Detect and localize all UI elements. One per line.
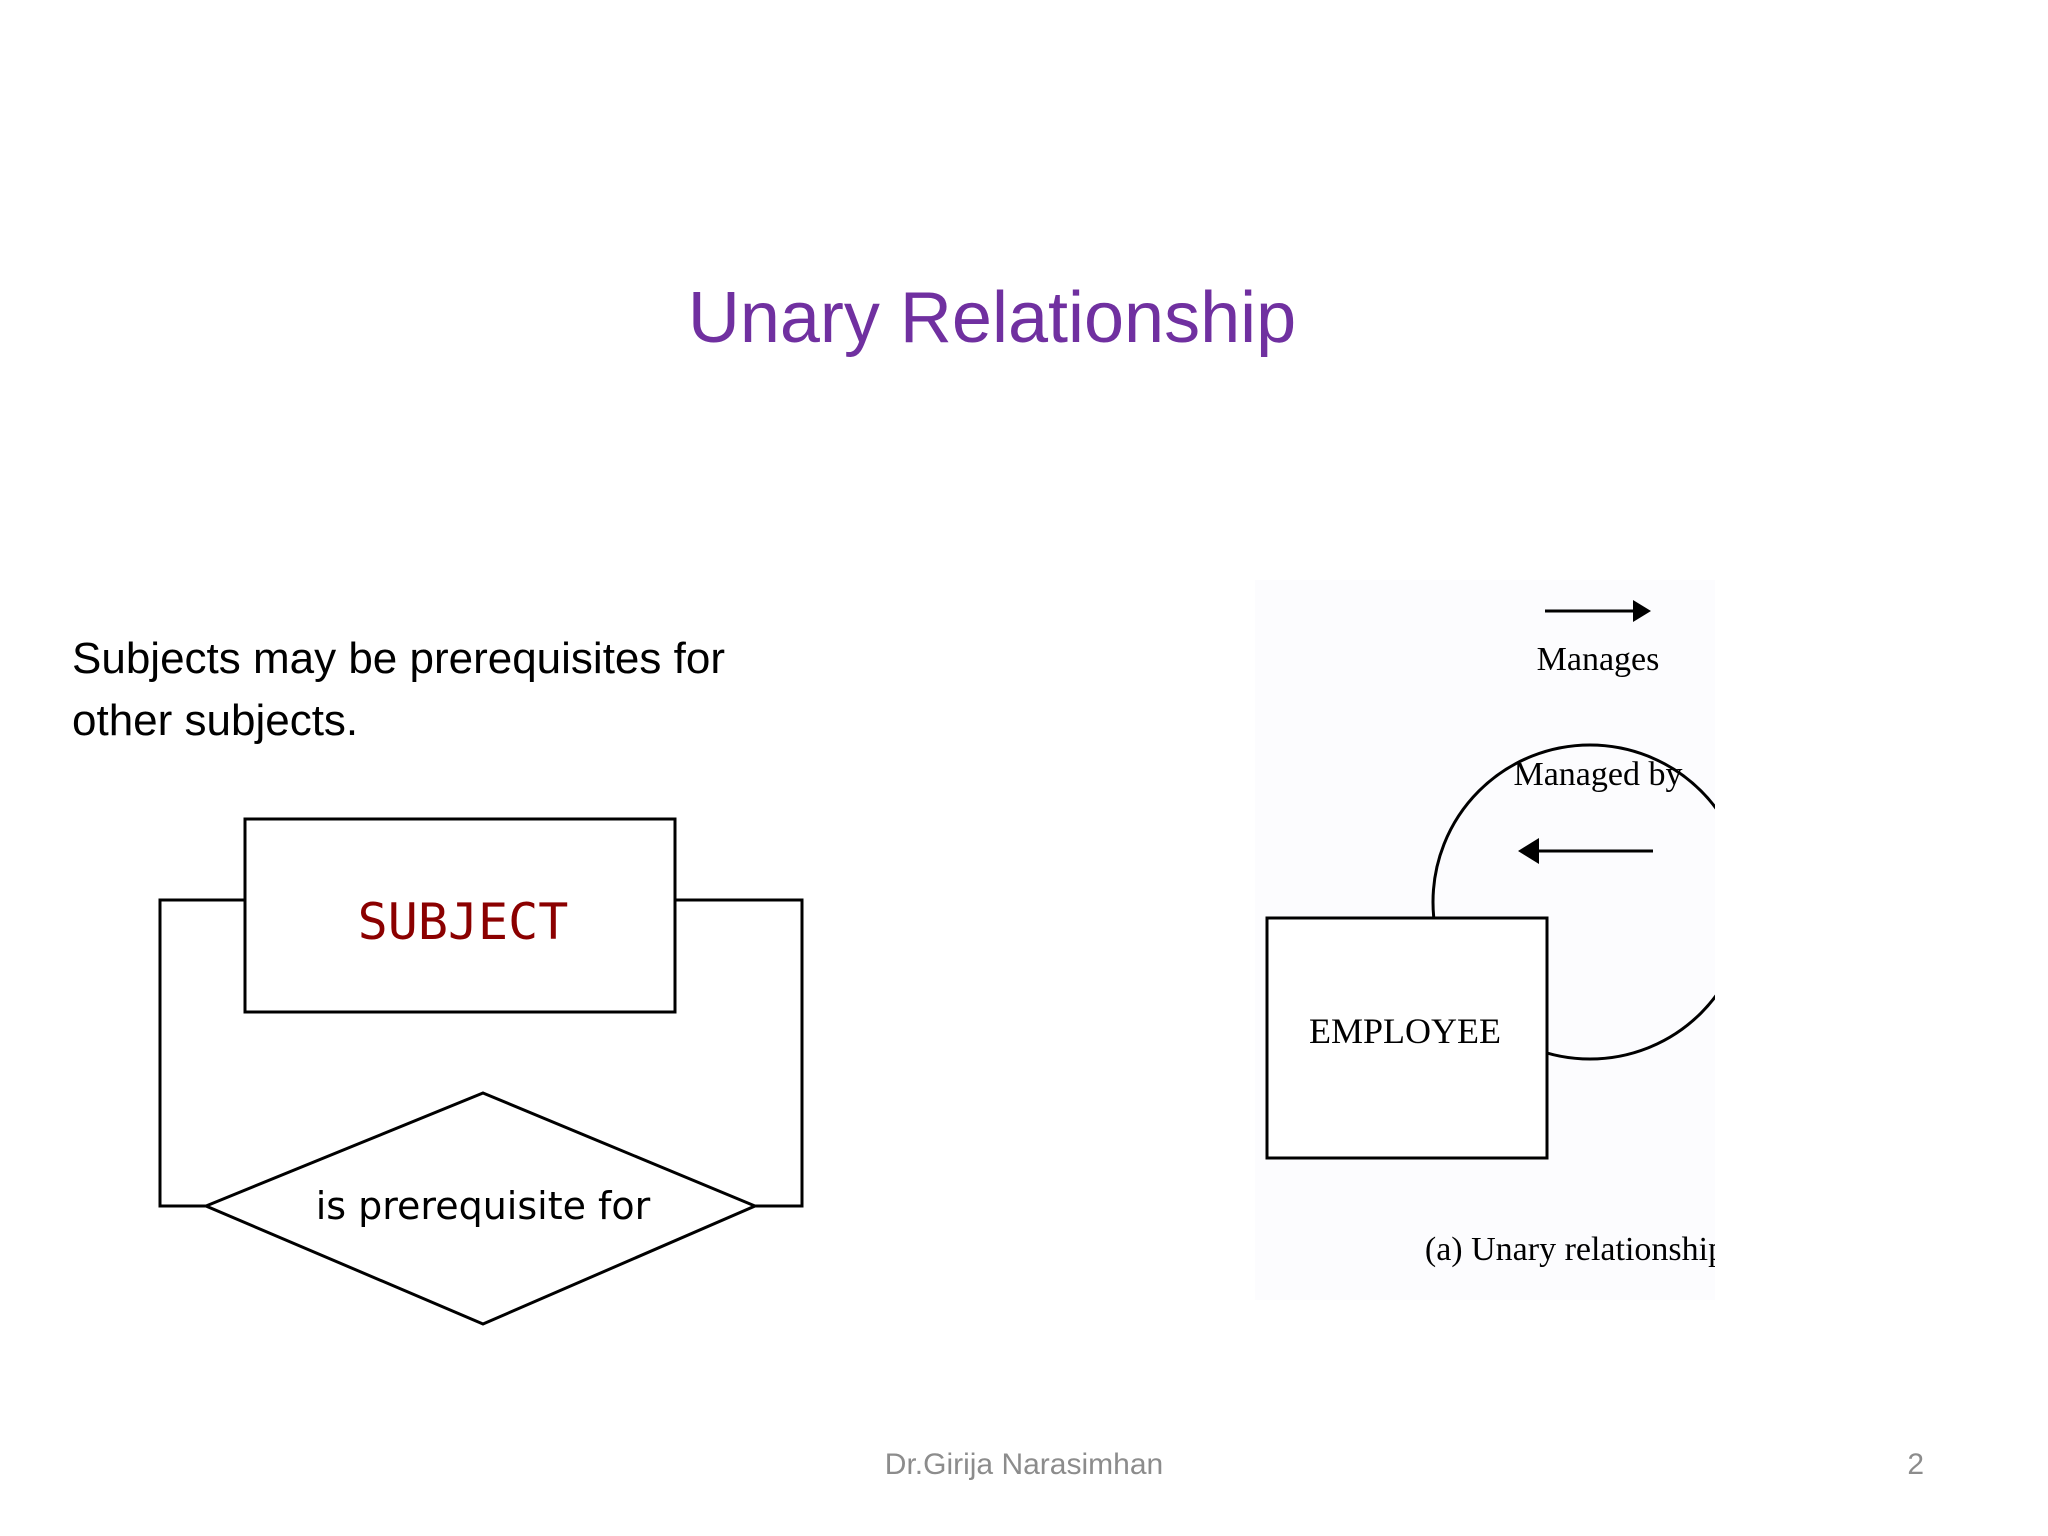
left-loop-line — [158, 898, 245, 1208]
employee-entity-box — [1265, 916, 1549, 1160]
right-loop-line — [675, 898, 804, 1208]
managed-by-role-label: Managed by — [1513, 756, 1682, 793]
footer-author: Dr.Girija Narasimhan — [884, 1448, 1164, 1481]
employee-er-diagram: Manages Managed by EMPLOYEE (a) Unary re… — [1255, 580, 1715, 1300]
prerequisite-relationship-label: is prerequisite for — [316, 1184, 651, 1228]
unary-relationship-caption: (a) Unary relationship — [1425, 1231, 1715, 1268]
manages-role-label: Manages — [1537, 641, 1660, 678]
page-number: 2 — [1907, 1448, 1924, 1481]
slide-title: Unary Relationship — [687, 278, 1297, 358]
arrow-right-icon — [1545, 600, 1651, 622]
arrow-left-icon — [1518, 838, 1653, 864]
unary-loop-circle — [1431, 743, 1715, 1061]
subject-entity-box — [243, 817, 677, 1014]
slide-body-text: Subjects may be prerequisites for other … — [72, 634, 725, 745]
subject-er-diagram: SUBJECT is prerequisite for — [158, 817, 804, 1326]
subject-entity-label: SUBJECT — [358, 893, 569, 951]
employee-entity-label: EMPLOYEE — [1309, 1011, 1501, 1051]
prerequisite-relationship-diamond — [202, 1091, 759, 1326]
